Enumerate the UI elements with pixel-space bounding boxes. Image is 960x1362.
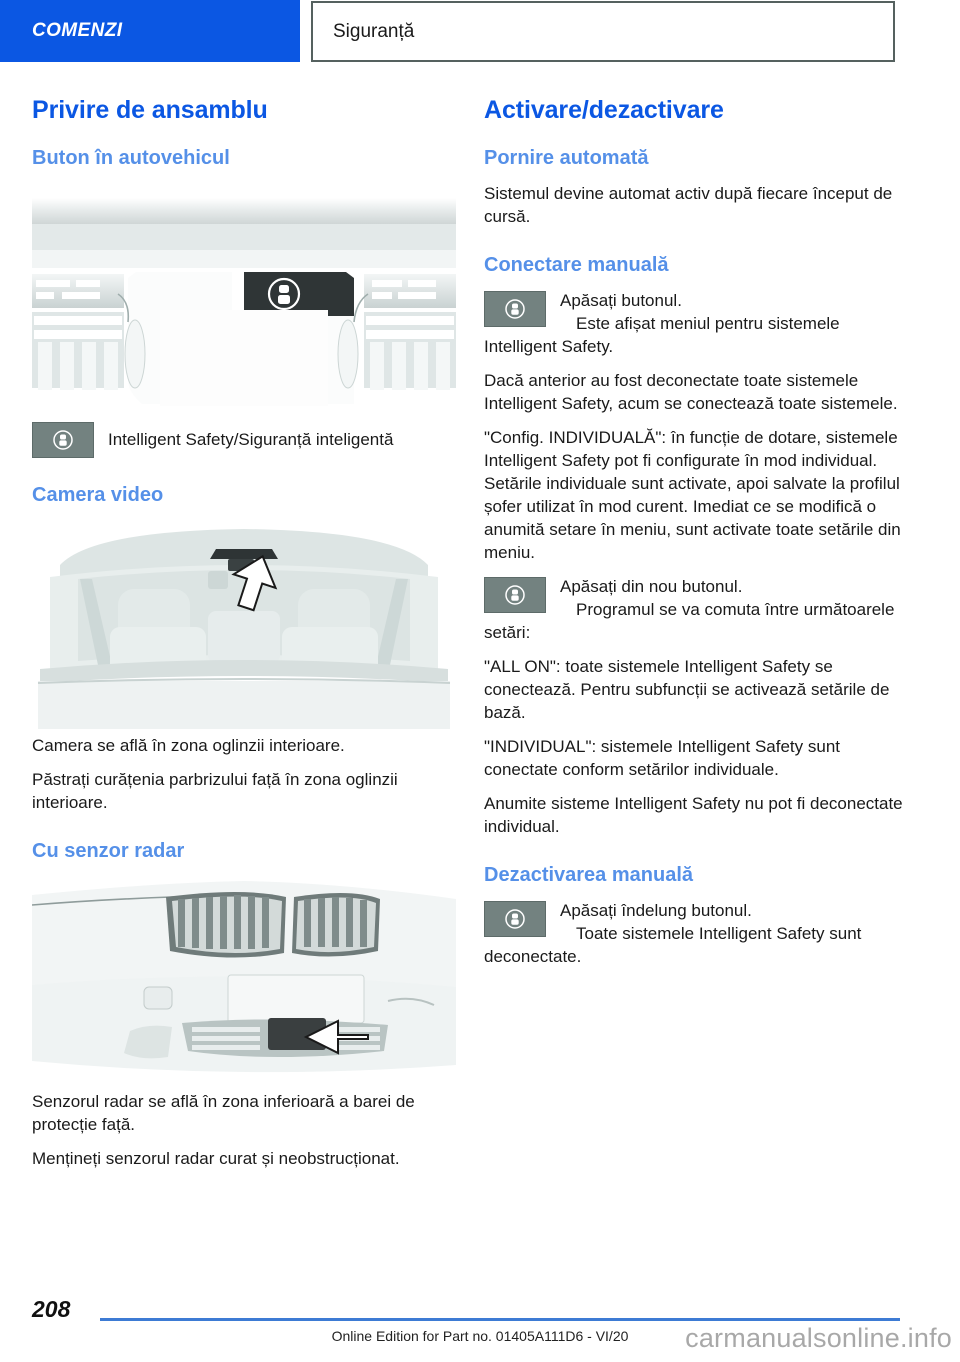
section-heading-manual-off: Dezactivarea manuală — [484, 864, 694, 886]
step-press-again-line1: Apăsați din nou butonul. — [560, 577, 743, 596]
manual-on-paragraph-5: Anumite sisteme Intelligent Safety nu po… — [484, 794, 903, 836]
breadcrumb: Siguranță — [311, 1, 895, 62]
footer-edition-note: Online Edition for Part no. 01405A111D6 … — [331, 1328, 629, 1344]
breadcrumb-label: Siguranță — [333, 20, 415, 42]
chapter-tab-label: COMENZI — [32, 20, 123, 41]
intelligent-safety-button-icon — [32, 422, 94, 458]
figure-console-button — [32, 182, 456, 412]
right-column: Activare/dezactivare Pornire automată Si… — [484, 96, 908, 979]
radar-paragraph-2: Mențineți senzorul radar curat și neobst… — [32, 1149, 400, 1168]
step-press-button: Apăsați butonul. Este afișat meniul pent… — [484, 289, 908, 358]
step-press-button-line1: Apăsați butonul. — [560, 291, 682, 310]
manual-on-paragraph-1: Dacă anterior au fost deconectate toate … — [484, 371, 898, 413]
step-press-button-line2: Este afișat meniul pentru sistemele Inte… — [484, 314, 840, 356]
chapter-tab[interactable]: COMENZI — [0, 0, 300, 62]
step-long-press-line2: Toate sistemele Intelligent Safety sunt … — [484, 924, 862, 966]
page-number: 208 — [32, 1296, 71, 1322]
button-caption-row: Intelligent Safety/Siguranță inteligentă — [32, 422, 456, 458]
manual-on-paragraph-3: "ALL ON": toate sistemele Intelligent Sa… — [484, 657, 890, 722]
section-heading-camera: Camera video — [32, 484, 164, 506]
page-title-overview: Privire de ansamblu — [32, 96, 268, 124]
page-header: COMENZI Siguranță — [0, 0, 960, 66]
page-footer: 208 Online Edition for Part no. 01405A11… — [0, 1282, 960, 1362]
section-heading-auto-start: Pornire automată — [484, 147, 649, 169]
manual-on-paragraph-4: "INDIVIDUAL": sistemele Intelligent Safe… — [484, 737, 840, 779]
radar-paragraph-1: Senzorul radar se află în zona inferioar… — [32, 1092, 415, 1134]
section-heading-radar: Cu senzor radar — [32, 840, 185, 862]
section-heading-manual-on: Conectare manuală — [484, 254, 669, 276]
camera-paragraph-1: Camera se află în zona oglinzii interioa… — [32, 736, 345, 755]
manual-on-paragraph-2: "Config. INDIVIDUALĂ": în funcție de dot… — [484, 428, 901, 562]
step-press-button-again: Apăsați din nou butonul. Programul se va… — [484, 575, 908, 644]
button-caption-text: Intelligent Safety/Siguranță inteligentă — [108, 430, 394, 449]
site-watermark: carmanualsonline.info — [685, 1323, 952, 1353]
figure-windshield-camera — [32, 519, 456, 734]
step-press-again-line2: Programul se va comuta între următoarele… — [484, 600, 895, 642]
intelligent-safety-button-icon — [484, 291, 546, 327]
section-heading-button: Buton în autovehicul — [32, 147, 230, 169]
footer-divider — [100, 1318, 900, 1321]
left-column: Privire de ansamblu Buton în autovehicul — [32, 96, 456, 1181]
step-long-press-line1: Apăsați îndelung butonul. — [560, 901, 752, 920]
intelligent-safety-button-icon — [484, 901, 546, 937]
intelligent-safety-button-icon — [484, 577, 546, 613]
camera-paragraph-2: Păstrați curățenia parbrizului față în z… — [32, 770, 398, 812]
step-long-press-button: Apăsați îndelung butonul. Toate sistemel… — [484, 899, 908, 968]
auto-start-paragraph: Sistemul devine automat activ după fieca… — [484, 184, 893, 226]
figure-front-radar — [32, 875, 456, 1090]
page-title-activate: Activare/dezactivare — [484, 96, 724, 124]
